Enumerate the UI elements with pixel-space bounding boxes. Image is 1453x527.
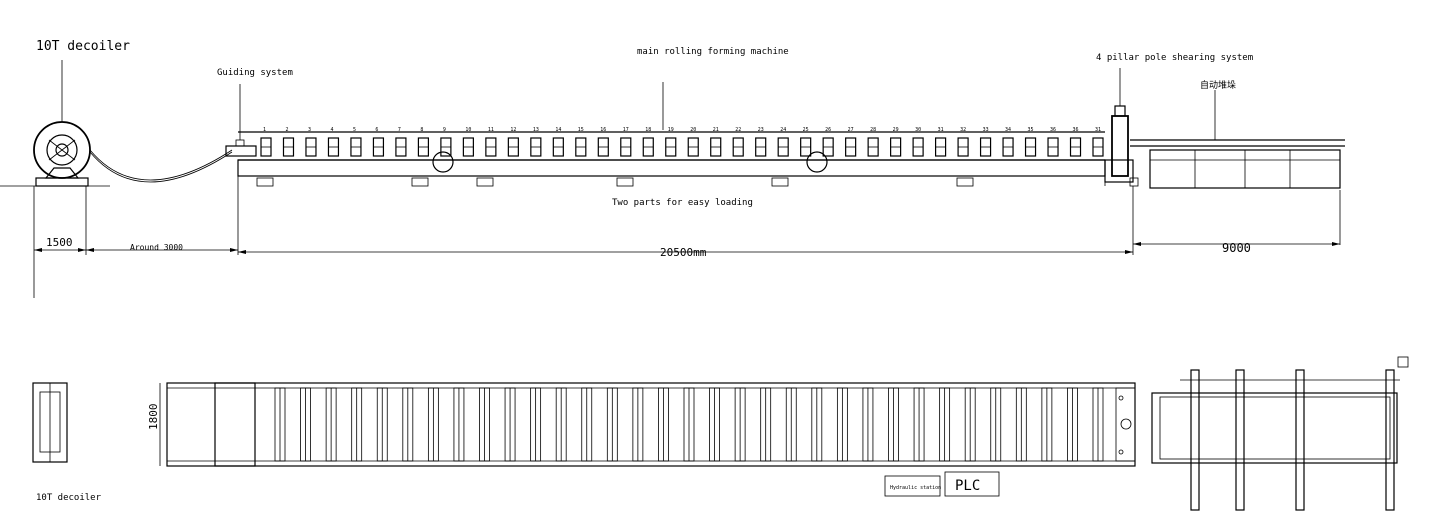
station-number: 34 <box>1005 127 1011 133</box>
steel-strip <box>89 149 233 181</box>
main-forming-machine-plan <box>159 382 1136 467</box>
station-number: 12 <box>510 127 516 133</box>
station-number: 8 <box>420 127 423 133</box>
two-parts-label: Two parts for easy loading <box>612 198 753 208</box>
station-number: 27 <box>848 127 854 133</box>
station-number: 2 <box>285 127 288 133</box>
decoiler-top-label: 10T decoiler <box>36 39 130 54</box>
guiding-system-label: Guiding system <box>217 68 293 78</box>
station-number: 24 <box>780 127 786 133</box>
station-number: 16 <box>600 127 606 133</box>
station-number: 31 <box>1095 127 1101 133</box>
station-number: 21 <box>713 127 719 133</box>
station-number: 31 <box>938 127 944 133</box>
plc-box <box>944 471 1000 497</box>
machine-foot <box>956 177 974 187</box>
decoiler-plan-view <box>32 382 68 463</box>
dim-1800: 1800 <box>147 404 160 431</box>
station-number: 30 <box>915 127 921 133</box>
hydraulic-station-label: Hydraulic station <box>890 485 941 491</box>
shearing-system-side <box>1104 68 1134 183</box>
station-number: 5 <box>353 127 356 133</box>
shearing-system-label: 4 pillar pole shearing system <box>1096 53 1253 63</box>
dim-9000: 9000 <box>1222 241 1251 255</box>
main-machine-label: main rolling forming machine <box>637 47 789 57</box>
station-number: 35 <box>1028 127 1034 133</box>
hydraulic-station-box <box>884 475 941 497</box>
station-number: 3 <box>308 127 311 133</box>
auto-stacker-side <box>1129 90 1345 189</box>
station-number: 22 <box>735 127 741 133</box>
station-number: 7 <box>398 127 401 133</box>
station-number: 10 <box>465 127 471 133</box>
dim-3000: Around 3000 <box>130 243 183 252</box>
station-number: 20 <box>690 127 696 133</box>
station-number: 26 <box>825 127 831 133</box>
stacker-post <box>1190 369 1200 511</box>
station-number: 4 <box>330 127 333 133</box>
station-number: 13 <box>533 127 539 133</box>
station-number: 19 <box>668 127 674 133</box>
station-number: 15 <box>578 127 584 133</box>
station-number: 29 <box>893 127 899 133</box>
station-number: 25 <box>803 127 809 133</box>
station-number: 32 <box>960 127 966 133</box>
motor-1 <box>432 151 454 173</box>
station-number: 11 <box>488 127 494 133</box>
station-number: 36 <box>1073 127 1079 133</box>
machine-foot <box>411 177 429 187</box>
stacker-post <box>1295 369 1305 511</box>
station-number: 6 <box>375 127 378 133</box>
motor-2 <box>806 151 828 173</box>
station-number: 36 <box>1050 127 1056 133</box>
guiding-system <box>225 84 257 157</box>
machine-foot <box>256 177 274 187</box>
plc-label: PLC <box>955 478 980 494</box>
dim-20500: 20500mm <box>660 246 707 259</box>
machine-foot <box>476 177 494 187</box>
dim-1500: 1500 <box>46 236 73 249</box>
decoiler-side-view <box>0 60 110 187</box>
station-number: 17 <box>623 127 629 133</box>
machine-foot <box>771 177 789 187</box>
stacker-chinese-label: 自动堆垛 <box>1200 79 1236 91</box>
main-forming-machine-side <box>237 82 1106 187</box>
stacker-post <box>1235 369 1245 511</box>
station-number: 14 <box>555 127 561 133</box>
station-number: 1 <box>263 127 266 133</box>
station-number: 9 <box>443 127 446 133</box>
station-number: 33 <box>983 127 989 133</box>
station-number: 28 <box>870 127 876 133</box>
stacker-post <box>1385 369 1395 511</box>
decoiler-bottom-label: 10T decoiler <box>36 493 102 503</box>
station-number: 18 <box>645 127 651 133</box>
stacker-plan-view <box>1151 356 1409 511</box>
dimension-lines <box>33 186 1341 298</box>
station-number: 23 <box>758 127 764 133</box>
machine-foot <box>616 177 634 187</box>
